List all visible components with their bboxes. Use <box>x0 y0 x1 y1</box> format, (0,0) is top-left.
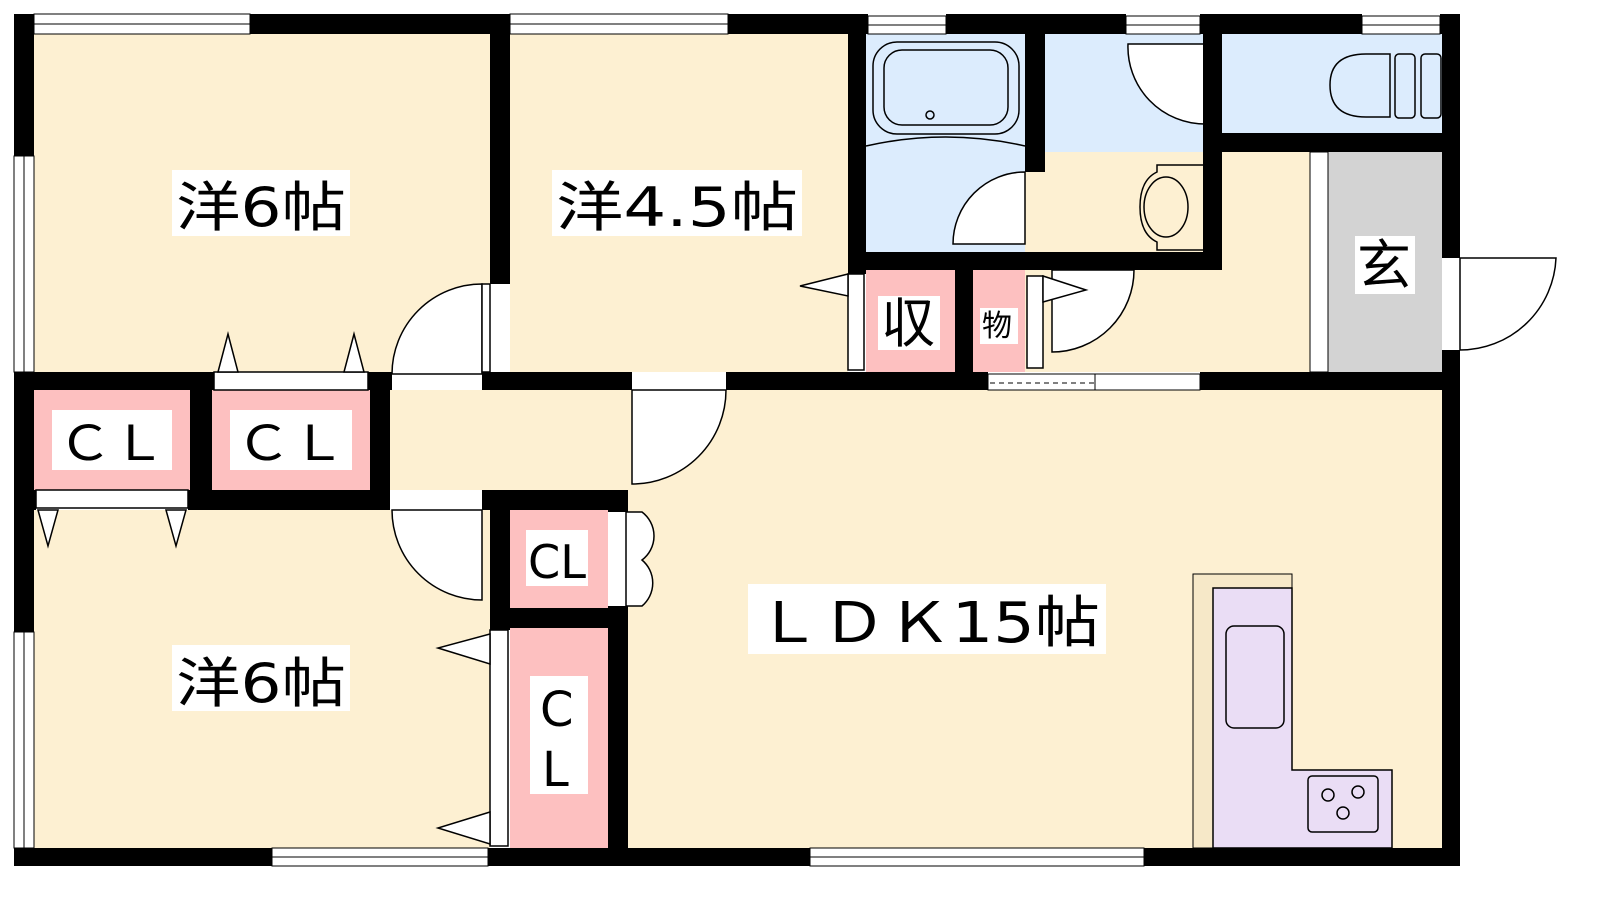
walls <box>14 14 1460 866</box>
burner-icon <box>1321 788 1335 802</box>
drain-icon <box>925 110 935 120</box>
door-leaf <box>481 283 491 373</box>
toilet-icon <box>1329 53 1391 118</box>
sliding-door[interactable] <box>35 489 189 509</box>
washbasin-counter <box>1139 164 1203 251</box>
kitchen <box>1192 573 1393 849</box>
door-swing-washroom[interactable] <box>1127 43 1206 125</box>
label-ldk: ＬＤＫ15帖 <box>756 591 1100 656</box>
label-storage: 収 <box>881 292 935 355</box>
burner-icon <box>1351 785 1365 799</box>
door-swing-entrance[interactable] <box>1459 257 1557 351</box>
sink-icon <box>1225 625 1285 729</box>
doors <box>35 43 1557 847</box>
bath-edge <box>865 136 1026 147</box>
label-closet-2: ＣＬ <box>236 416 346 472</box>
sliding-door[interactable] <box>847 273 865 371</box>
door-arrow <box>37 273 1089 846</box>
fixtures <box>865 41 1442 251</box>
burner-icon <box>1336 806 1350 820</box>
label-western-room-3: 洋6帖 <box>176 652 346 715</box>
sliding-door[interactable] <box>213 371 369 391</box>
sliding-door[interactable] <box>489 629 509 847</box>
room-labels: 洋6帖 洋4.5帖 洋6帖 ＬＤＫ15帖 ＣＬ ＣＬ CL C L 収 物 玄 <box>52 170 1415 798</box>
washbasin-icon <box>1143 176 1189 238</box>
windows <box>13 13 1441 867</box>
label-storage-small: 物 <box>982 309 1012 344</box>
label-closet-3: CL <box>528 535 586 589</box>
entry-step <box>1309 151 1329 373</box>
label-closet-4-line2: L <box>542 742 569 798</box>
door-swing-room1[interactable] <box>391 283 483 375</box>
door-swing-closet3[interactable] <box>625 511 655 607</box>
door-swing-ldk[interactable] <box>631 389 727 485</box>
toilet-tank-icon <box>1420 53 1442 119</box>
door-swing-bath[interactable] <box>952 171 1026 245</box>
label-western-room-2: 洋4.5帖 <box>556 176 798 239</box>
label-western-room-1: 洋6帖 <box>176 176 346 239</box>
label-closet-1: ＣＬ <box>58 416 166 472</box>
door-swing-room3[interactable] <box>391 509 483 601</box>
label-closet-4-line1: C <box>540 682 574 738</box>
stove-icon <box>1307 775 1379 833</box>
label-entrance: 玄 <box>1357 234 1411 297</box>
bathtub-inner <box>883 49 1009 126</box>
toilet-tank-icon <box>1394 53 1416 119</box>
bathtub-icon <box>872 41 1020 135</box>
window <box>987 373 1201 391</box>
sliding-door[interactable] <box>1026 275 1044 369</box>
hall-floor <box>370 390 628 490</box>
toilet-floor <box>1222 34 1442 133</box>
